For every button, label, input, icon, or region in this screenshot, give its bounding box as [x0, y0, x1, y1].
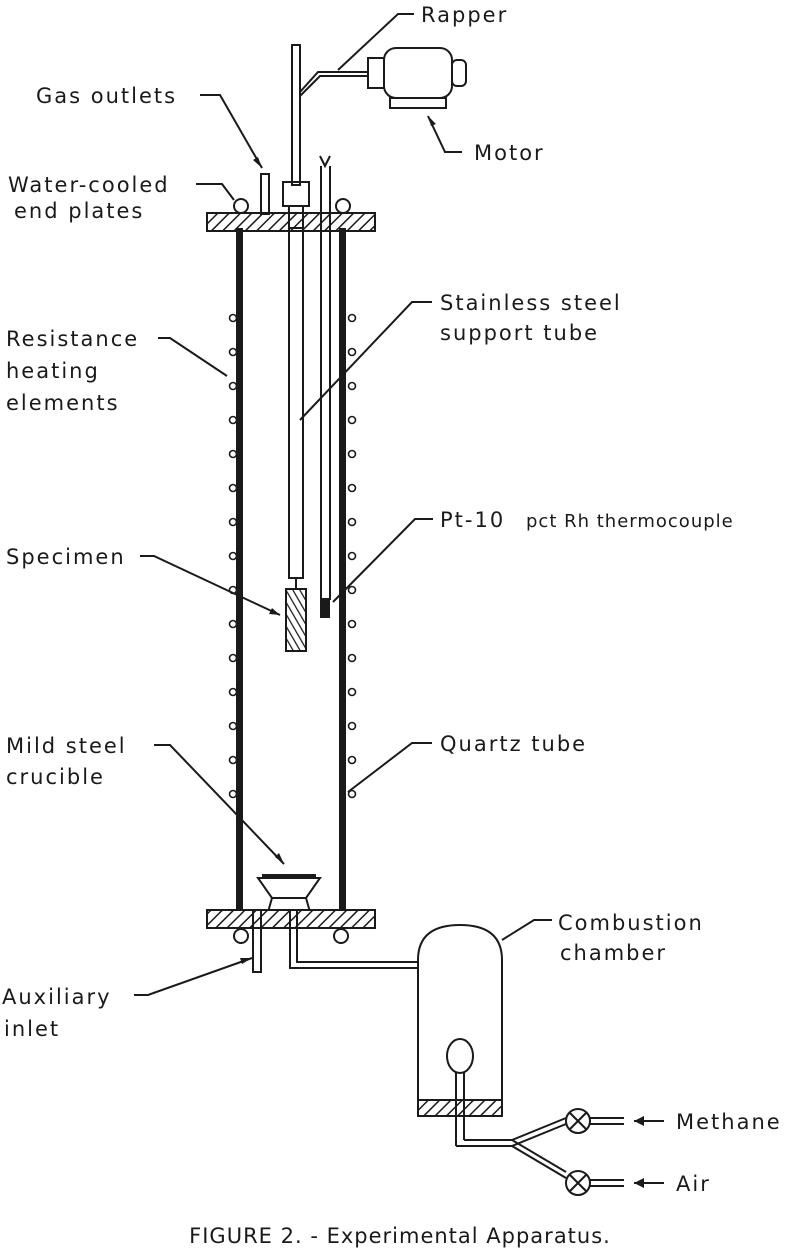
heating-coil-left — [228, 789, 238, 799]
label-rapper: Rapper — [421, 3, 508, 27]
label-thermocouple-main: Pt-10 — [440, 508, 505, 532]
label-auxiliary-2: inlet — [4, 1017, 60, 1041]
labels: Rapper Gas outlets Motor Water-cooled en… — [2, 3, 782, 1248]
gas-outlet-tube — [260, 173, 270, 215]
methane-valve — [565, 1108, 591, 1134]
heating-coil-right — [347, 517, 357, 527]
heating-coil-left — [228, 755, 238, 765]
heating-coil-right — [347, 347, 357, 357]
specimen — [285, 588, 307, 652]
heating-coil-left — [228, 381, 238, 391]
thermocouple — [320, 166, 331, 618]
bottom-end-plate — [206, 909, 418, 973]
heating-coil-right — [347, 721, 357, 731]
gas-supply — [456, 1108, 664, 1196]
motor — [367, 47, 467, 109]
rapper-arm — [299, 71, 368, 93]
heating-coil-right — [347, 313, 357, 323]
cooling-pipe-left-top — [233, 198, 249, 214]
quartz-tube — [236, 228, 346, 913]
heating-coil-left — [228, 449, 238, 459]
crucible — [256, 874, 322, 913]
label-resistance-2: heating — [6, 359, 100, 383]
heating-coil-left — [228, 415, 238, 425]
heating-coil-right — [347, 619, 357, 629]
label-mild-steel-1: Mild steel — [6, 734, 127, 758]
label-thermocouple-rest: pct Rh thermocouple — [526, 511, 734, 532]
heating-coil-right — [347, 381, 357, 391]
support-tube — [288, 227, 304, 590]
label-air: Air — [676, 1172, 711, 1196]
label-water-cooled-1: Water-cooled — [8, 173, 170, 197]
label-auxiliary-1: Auxiliary — [2, 985, 112, 1009]
heating-coil-right — [347, 551, 357, 561]
label-mild-steel-2: crucible — [6, 765, 105, 789]
feed-pipe-inner — [296, 910, 418, 963]
heating-coil-right — [347, 483, 357, 493]
label-combustion-1: Combustion — [558, 911, 704, 935]
label-water-cooled-2: end plates — [14, 199, 144, 223]
heating-coil-right — [347, 755, 357, 765]
heating-coil-left — [228, 483, 238, 493]
cooling-pipe-right-bottom — [333, 928, 349, 944]
label-stainless-1: Stainless steel — [440, 291, 622, 315]
heating-coil-right — [347, 449, 357, 459]
heating-coil-left — [228, 313, 238, 323]
figure-caption: FIGURE 2. - Experimental Apparatus. — [189, 1224, 611, 1248]
rapper-arm-lower — [299, 75, 368, 97]
label-gas-outlets: Gas outlets — [36, 84, 177, 108]
label-quartz-tube: Quartz tube — [440, 732, 587, 756]
heating-coil-right — [347, 789, 357, 799]
rapper-assembly — [291, 44, 467, 186]
combustion-chamber — [417, 923, 503, 1146]
heating-coil-left — [228, 517, 238, 527]
heating-coil-right — [347, 585, 357, 595]
feed-pipe-outer — [289, 910, 418, 969]
heating-elements-right — [347, 313, 357, 799]
heating-coil-left — [228, 653, 238, 663]
top-end-plate — [206, 155, 376, 232]
label-combustion-2: chamber — [560, 941, 667, 965]
label-methane: Methane — [676, 1110, 782, 1134]
auxiliary-inlet-tube — [252, 909, 262, 973]
heating-coil-left — [228, 721, 238, 731]
heating-coil-left — [228, 619, 238, 629]
label-resistance-1: Resistance — [6, 327, 139, 351]
rapper-rod — [291, 44, 301, 186]
label-motor: Motor — [474, 141, 545, 165]
heating-elements-left — [228, 313, 238, 799]
heating-coil-right — [347, 415, 357, 425]
heating-coil-left — [228, 347, 238, 357]
air-valve — [565, 1170, 591, 1196]
heating-coil-right — [347, 687, 357, 697]
heating-coil-right — [347, 653, 357, 663]
cooling-pipe-right-top — [335, 198, 351, 214]
label-stainless-2: support tube — [440, 321, 599, 345]
label-specimen: Specimen — [6, 545, 126, 569]
heating-coil-left — [228, 551, 238, 561]
heating-coil-left — [228, 687, 238, 697]
burner-nozzle — [446, 1038, 474, 1074]
leader-lines — [134, 13, 552, 996]
cooling-pipe-left-bottom — [233, 928, 249, 944]
label-resistance-3: elements — [6, 391, 120, 415]
